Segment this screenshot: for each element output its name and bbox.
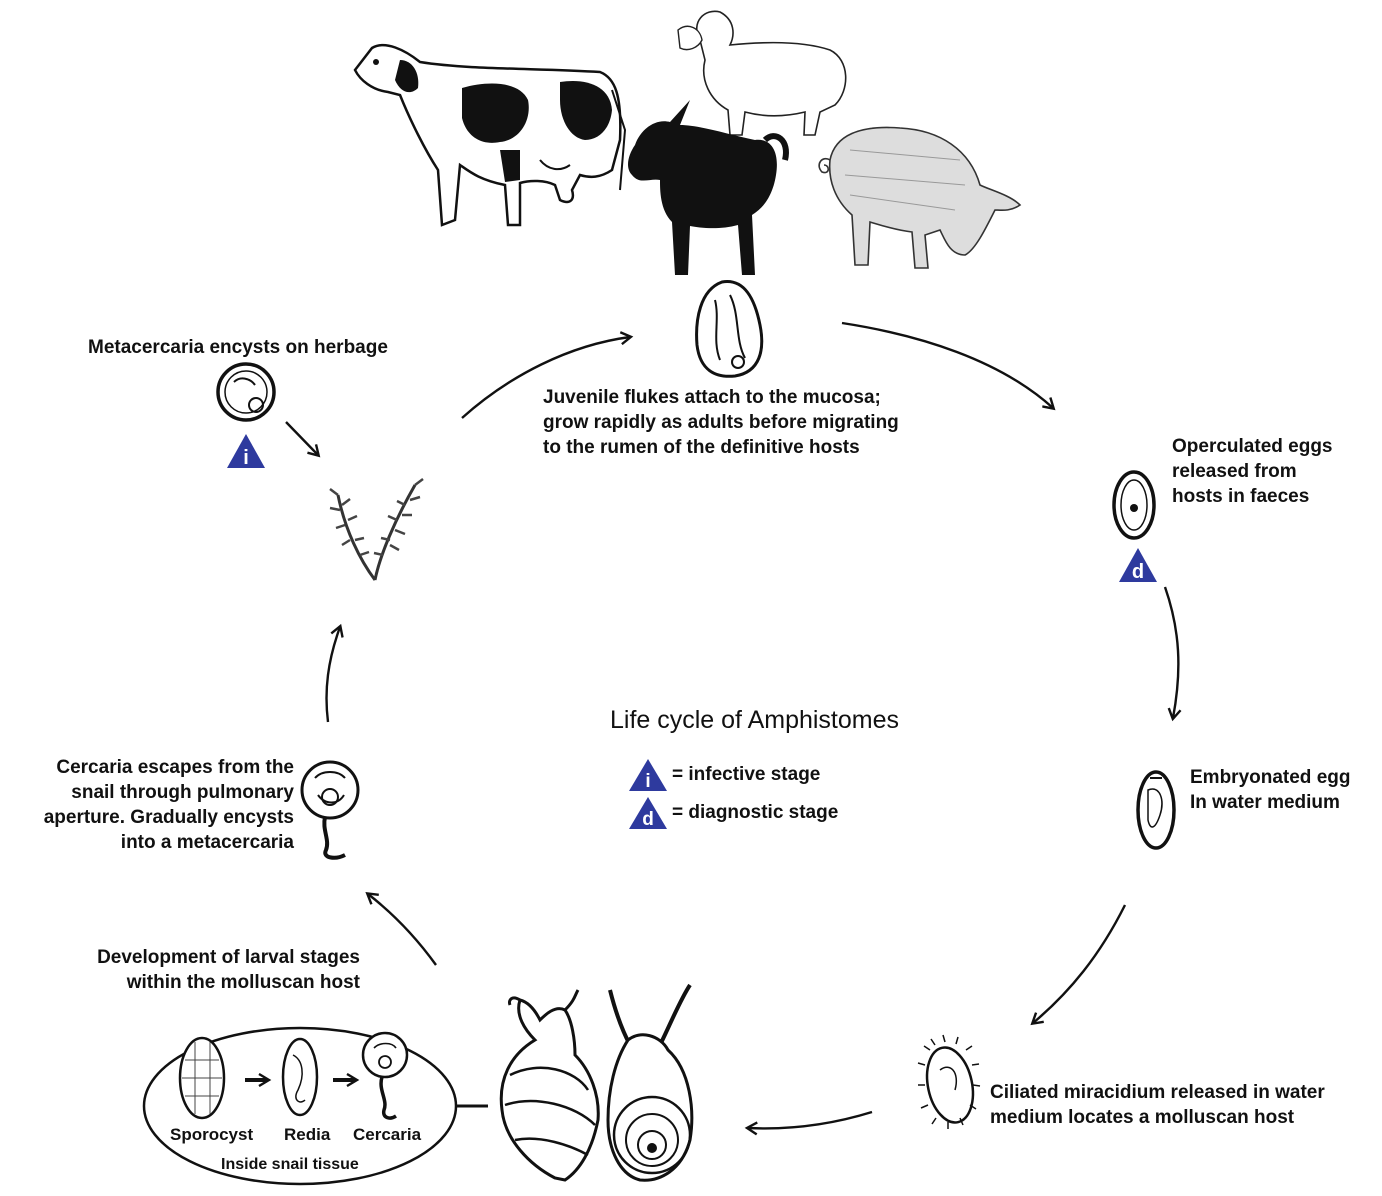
- snail-left-icon: [499, 989, 600, 1182]
- herbage-icon: [329, 478, 424, 581]
- label-miracidium: Ciliated miracidium released in water me…: [990, 1082, 1325, 1128]
- snail-tissue-box: [142, 1026, 488, 1186]
- arrow-miracidium-to-snail: [748, 1110, 873, 1128]
- arrow-eggs-to-embryonated: [1163, 586, 1178, 718]
- diagnostic-badge: d: [1118, 547, 1158, 583]
- adult-fluke-icon: [695, 280, 764, 378]
- label-development: Development of larval stages within the …: [97, 947, 360, 993]
- redia-icon: [281, 1037, 319, 1117]
- svg-text:d: d: [642, 809, 654, 830]
- arrow-snail-to-cercaria: [368, 894, 437, 966]
- operculated-egg-icon: [1112, 470, 1156, 540]
- pig-icon: [818, 126, 1022, 269]
- metacercaria-icon: [216, 362, 276, 422]
- label-cercaria-small: Cercaria: [353, 1125, 422, 1144]
- label-snail-tissue: Inside snail tissue: [221, 1156, 359, 1173]
- infective-badge: i: [226, 433, 266, 469]
- label-embryonated: Embryonated egg In water medium: [1190, 767, 1351, 813]
- arrow-cercaria-to-herbage: [325, 627, 341, 723]
- label-metacercaria: Metacercaria encysts on herbage: [88, 337, 388, 358]
- label-eggs: Operculated eggs released from hosts in …: [1172, 436, 1333, 507]
- miracidium-icon: [917, 1034, 981, 1129]
- legend-diagnostic: d = diagnostic stage: [628, 796, 838, 830]
- sporocyst-icon: [178, 1036, 226, 1120]
- label-cercaria: Cercaria escapes from the snail through …: [43, 757, 294, 853]
- legend-infective: i = infective stage: [628, 758, 820, 792]
- legend-diagnostic-text: = diagnostic stage: [672, 802, 839, 823]
- infective-badge-letter: i: [243, 447, 249, 469]
- cow-icon: [353, 43, 627, 227]
- cycle-arrows: [285, 321, 1178, 1128]
- label-juvenile: Juvenile flukes attach to the mucosa; gr…: [543, 387, 899, 458]
- diagram-title: Life cycle of Amphistomes: [610, 706, 900, 734]
- label-redia: Redia: [284, 1125, 331, 1144]
- sheep-icon: [677, 10, 847, 136]
- embryonated-egg-icon: [1136, 770, 1176, 850]
- arrow-metacercaria-to-herbage: [285, 421, 318, 455]
- diagnostic-badge-letter: d: [1132, 561, 1144, 583]
- snail-right-icon: [606, 983, 694, 1182]
- cercaria-small-icon: [361, 1031, 409, 1120]
- arrow-hosts-to-eggs: [841, 321, 1053, 408]
- cercaria-icon: [300, 760, 360, 860]
- arrow-herbage-to-hosts: [461, 337, 630, 419]
- svg-text:i: i: [645, 771, 650, 792]
- legend-infective-text: = infective stage: [672, 764, 821, 785]
- arrow-embryonated-to-miracidium: [1033, 904, 1127, 1023]
- goat-icon: [628, 100, 789, 275]
- label-sporocyst: Sporocyst: [170, 1125, 254, 1144]
- legend-infective-icon: i: [629, 759, 667, 792]
- legend-diagnostic-icon: d: [629, 797, 667, 830]
